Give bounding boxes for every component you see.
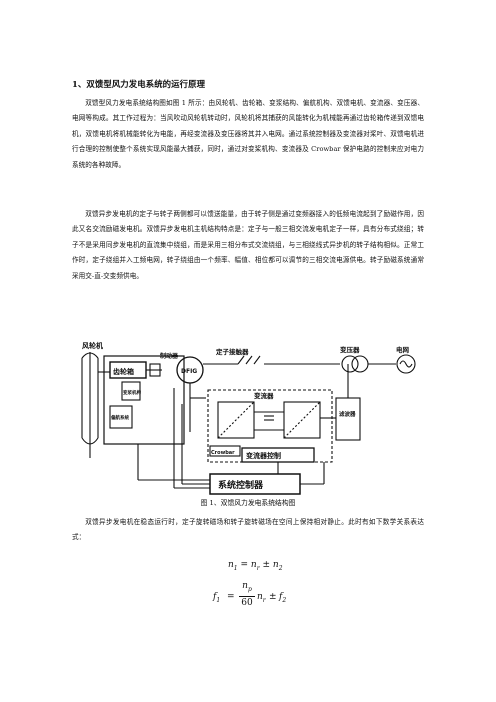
grid-side-bridge: [283, 401, 321, 439]
crowbar-box: [209, 445, 241, 457]
filter-box: [335, 397, 361, 441]
system-diagram: 风轮机 齿轮箱 制动器 变浆机构 偏航系统 DFIG 定子接触器 变压器 电网 …: [81, 341, 416, 495]
transformer-coil-2: [351, 355, 369, 373]
label-wind-turbine: 风轮机: [82, 341, 103, 350]
label-converter-controller: 变流器控制: [246, 451, 281, 460]
label-dfig: DFIG: [181, 368, 197, 375]
figure-caption: 图 1、双馈风力发电系统结构图: [200, 499, 296, 507]
label-brake: 制动器: [160, 352, 179, 360]
label-transformer: 变压器: [340, 345, 360, 354]
nacelle-frame: [103, 355, 185, 445]
brake-box: [149, 363, 161, 377]
label-yaw: 偏航系统: [111, 414, 129, 421]
label-gearbox: 齿轮箱: [113, 367, 134, 376]
equation-2: f1 = np 60 nr ± f2: [213, 581, 287, 608]
equation-1: n1 = nr ± n2: [228, 560, 283, 572]
transformer-coil-1: [341, 355, 359, 373]
label-system-controller: 系统控制器: [218, 479, 264, 491]
label-filter: 滤波器: [339, 410, 356, 418]
paragraph-1: 双馈型风力发电系统结构图如图 1 所示：由风轮机、齿轮箱、变浆结构、偏航机构、双…: [72, 99, 424, 169]
label-stator-contactor: 定子接触器: [215, 347, 249, 356]
paragraph-2: 双馈异步发电机的定子与转子两侧都可以馈送能量，由于转子侧是通过变频器接入的低频电…: [72, 210, 424, 280]
label-crowbar: Crowbar: [211, 450, 235, 456]
section-heading: 1、双馈型风力发电系统的运行原理: [72, 79, 206, 89]
label-converter: 变流器: [254, 391, 274, 400]
rotor-side-bridge: [217, 401, 255, 439]
label-pitch: 变浆机构: [123, 389, 141, 396]
grid-source: [396, 354, 416, 374]
pitch-box: [121, 381, 141, 401]
yaw-box: [109, 405, 133, 429]
label-grid: 电网: [396, 345, 410, 354]
paragraph-3: 双馈异步发电机在稳态运行时，定子旋转磁场和转子旋转磁场在空间上保持相对静止。此时…: [72, 518, 424, 542]
